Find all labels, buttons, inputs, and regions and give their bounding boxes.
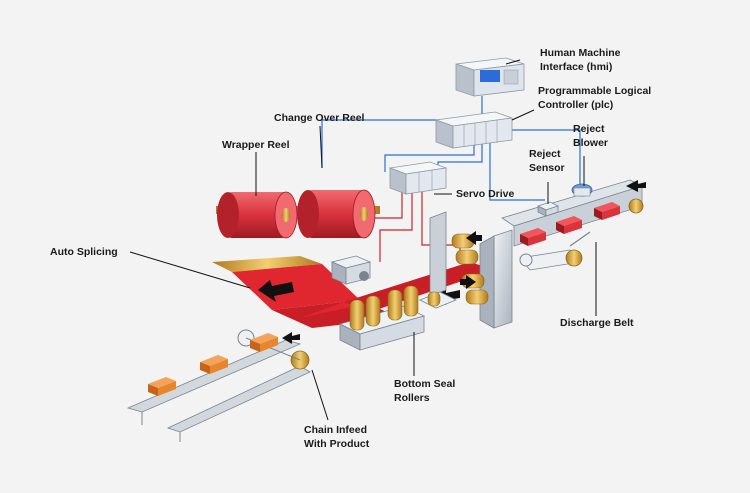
control-wiring xyxy=(321,96,581,262)
chain-infeed-label-line2: With Product xyxy=(304,438,370,450)
servo-drive-label: Servo Drive xyxy=(456,188,515,200)
change-over-reel xyxy=(297,189,380,239)
auto-splicing-unit xyxy=(330,255,372,285)
hmi-label-line1: Human Machine xyxy=(540,47,621,59)
infeed-arrow-icon xyxy=(282,332,300,344)
plc-label-line1: Programmable Logical xyxy=(538,85,651,97)
labels: Human Machine Interface (hmi) Programmab… xyxy=(50,47,651,450)
infeed-product xyxy=(200,355,228,374)
auto-splicing-label: Auto Splicing xyxy=(50,246,118,258)
bottom-seal-rollers xyxy=(338,285,457,351)
top-seal-rollers xyxy=(451,231,489,305)
reject-blower-label-line1: Reject xyxy=(573,123,605,135)
servo-drive-unit xyxy=(388,161,448,195)
seal-arrow-icon xyxy=(466,231,482,245)
film-direction-arrow-icon xyxy=(258,280,294,302)
chain-infeed-conveyor xyxy=(126,329,311,442)
bottom-seal-label-line2: Rollers xyxy=(394,392,430,404)
sealing-frame xyxy=(429,211,513,329)
wrapped-product xyxy=(594,202,620,220)
hmi-screen xyxy=(480,70,500,82)
plc-unit xyxy=(435,111,513,149)
wrapper-reel xyxy=(216,191,302,239)
reject-sensor-device xyxy=(536,201,560,217)
infeed-product xyxy=(148,377,176,396)
change-over-reel-label: Change Over Reel xyxy=(274,112,365,124)
discharge-belt-label: Discharge Belt xyxy=(560,317,634,329)
wrapped-product xyxy=(556,216,582,234)
reject-blower-device xyxy=(571,183,593,197)
bottom-seal-label-line1: Bottom Seal xyxy=(394,378,455,390)
wrapper-reel-label: Wrapper Reel xyxy=(222,139,290,151)
hmi-unit xyxy=(455,57,525,97)
wrapped-product xyxy=(520,228,546,246)
hmi-label-line2: Interface (hmi) xyxy=(540,61,612,73)
reject-blower-label-line2: Blower xyxy=(573,137,608,149)
leader-lines xyxy=(129,59,597,421)
seal-arrow-icon xyxy=(460,275,476,289)
reject-sensor-label-line1: Reject xyxy=(529,148,561,160)
discharge-arrow-icon xyxy=(626,180,646,192)
plc-label-line2: Controller (plc) xyxy=(538,99,613,111)
infeed-product xyxy=(250,333,278,352)
reject-sensor-label-line2: Sensor xyxy=(529,162,565,174)
discharge-belt xyxy=(501,179,646,271)
chain-infeed-label-line1: Chain Infeed xyxy=(304,424,367,436)
